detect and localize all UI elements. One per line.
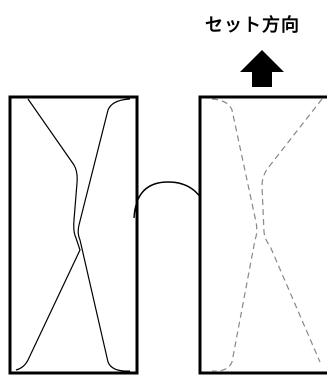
envelope-back-flap-line — [261, 98, 323, 363]
envelope-back-flap-curve — [211, 98, 258, 372]
up-arrow-icon — [240, 50, 284, 87]
envelope-front-outline — [8, 95, 139, 375]
envelope-front-flap-line — [15, 98, 81, 371]
envelope-back-outline — [198, 95, 327, 375]
envelope-back — [198, 95, 327, 375]
set-direction-label: セット方向 — [205, 15, 300, 36]
envelope-front — [8, 95, 139, 375]
envelope-front-flap-curve — [77, 98, 131, 372]
